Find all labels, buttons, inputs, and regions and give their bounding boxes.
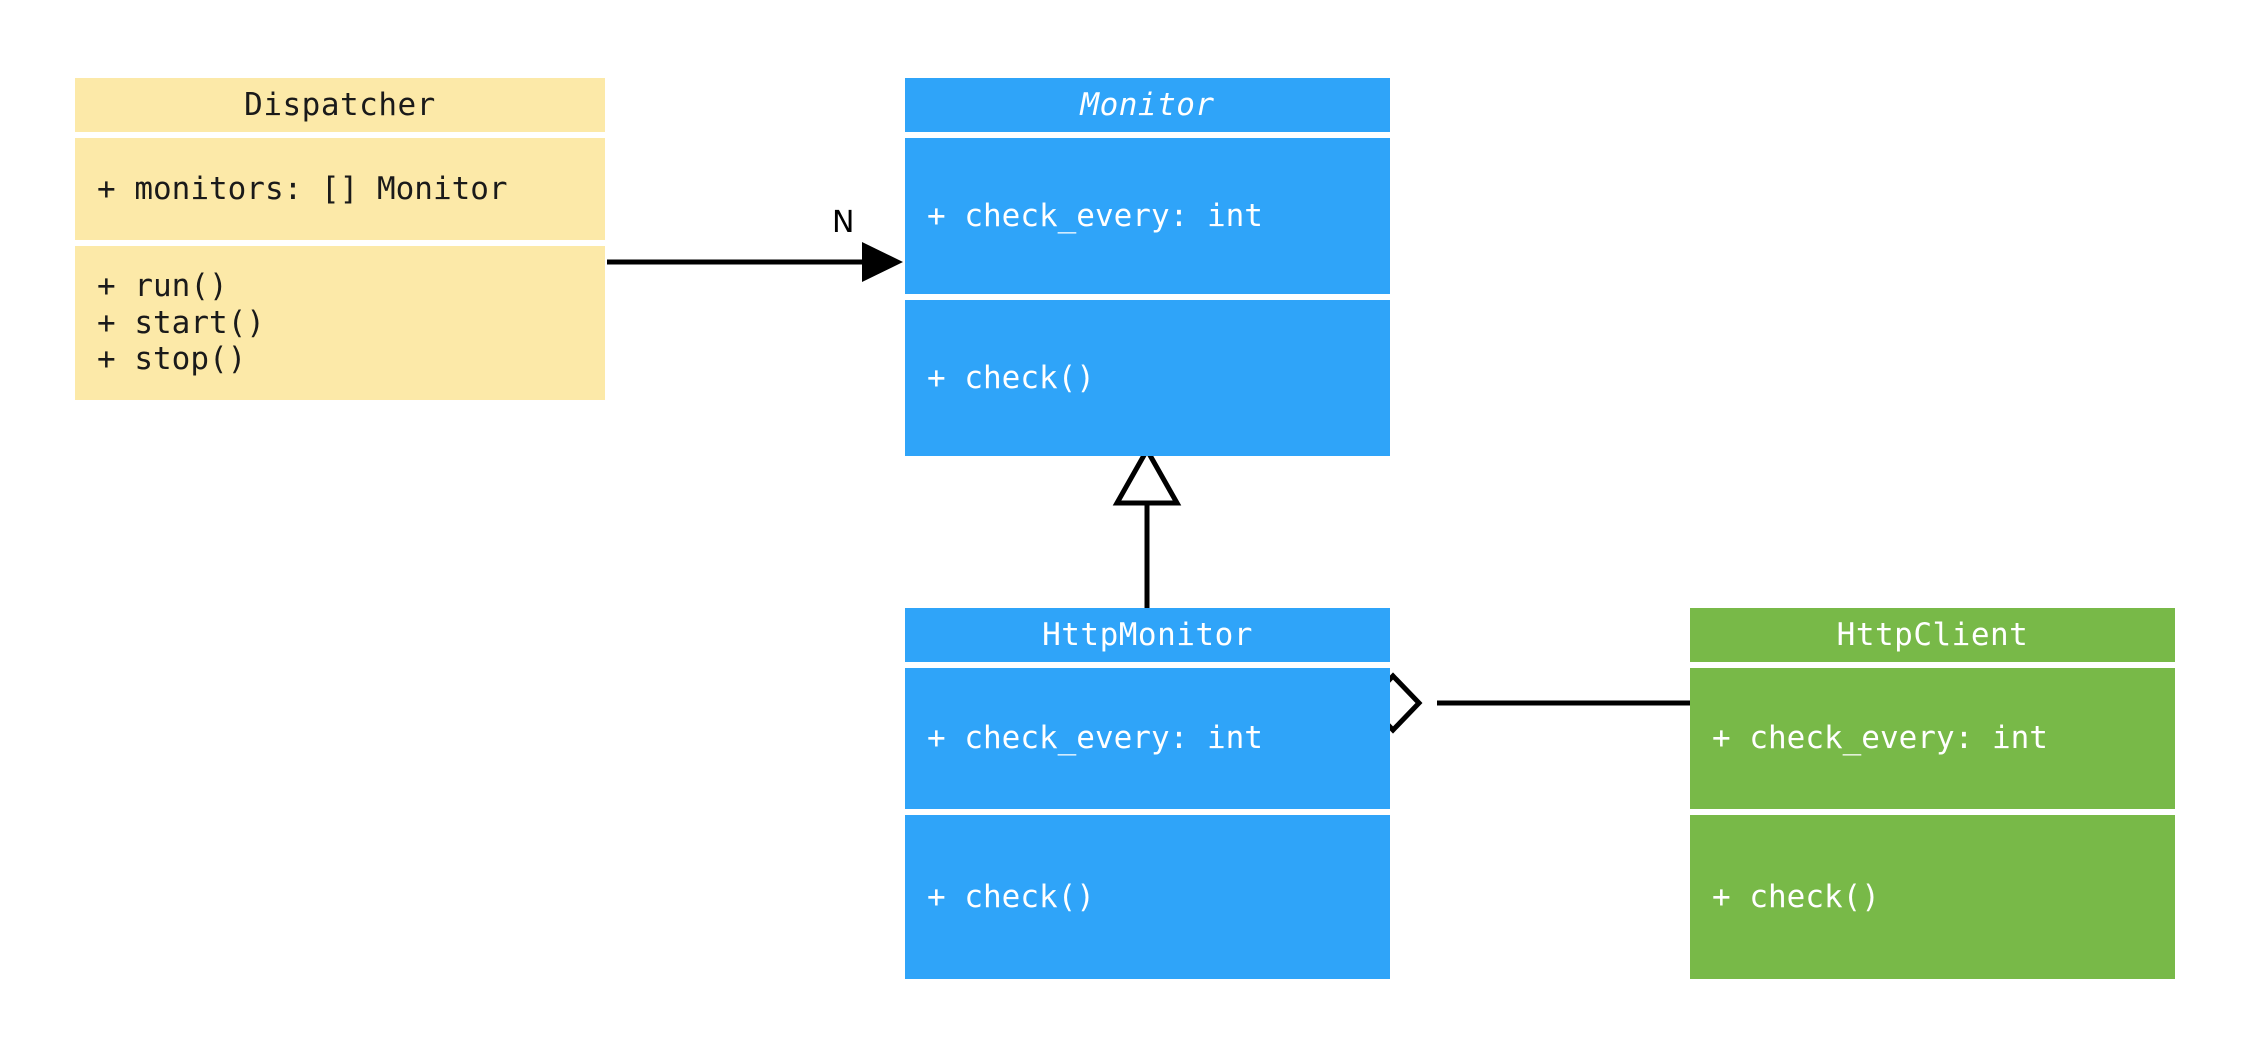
attribute-row: + check_every: int [927,720,1263,757]
attribute-row: + monitors: [] Monitor [97,170,508,207]
class-title-httpmonitor: HttpMonitor [905,608,1390,662]
method-row: + check() [927,359,1095,396]
generalization-httpmonitor-monitor [1112,444,1182,608]
association-multiplicity-label: N [832,205,855,240]
class-title-httpclient: HttpClient [1690,608,2175,662]
class-attributes-dispatcher: + monitors: [] Monitor [75,138,605,240]
class-box-monitor[interactable]: Monitor + check_every: int + check() [905,78,1390,456]
class-attributes-monitor: + check_every: int [905,138,1390,294]
class-methods-dispatcher: + run() + start() + stop() [75,246,605,400]
class-methods-monitor: + check() [905,300,1390,456]
class-methods-httpclient: + check() [1690,815,2175,979]
class-attributes-httpclient: + check_every: int [1690,668,2175,809]
class-title-monitor: Monitor [905,78,1390,132]
class-methods-httpmonitor: + check() [905,815,1390,979]
attribute-row: + check_every: int [1712,720,2048,757]
method-row: + stop() [97,341,247,378]
class-box-httpclient[interactable]: HttpClient + check_every: int + check() [1690,608,2175,979]
class-attributes-httpmonitor: + check_every: int [905,668,1390,809]
method-row: + start() [97,304,265,341]
class-box-httpmonitor[interactable]: HttpMonitor + check_every: int + check() [905,608,1390,979]
method-row: + run() [97,268,228,305]
method-row: + check() [927,878,1095,915]
class-box-dispatcher[interactable]: Dispatcher + monitors: [] Monitor + run(… [75,78,605,400]
attribute-row: + check_every: int [927,197,1263,234]
class-title-dispatcher: Dispatcher [75,78,605,132]
aggregation-httpmonitor-httpclient [1363,672,1690,734]
association-dispatcher-monitor [607,242,903,282]
method-row: + check() [1712,878,1880,915]
